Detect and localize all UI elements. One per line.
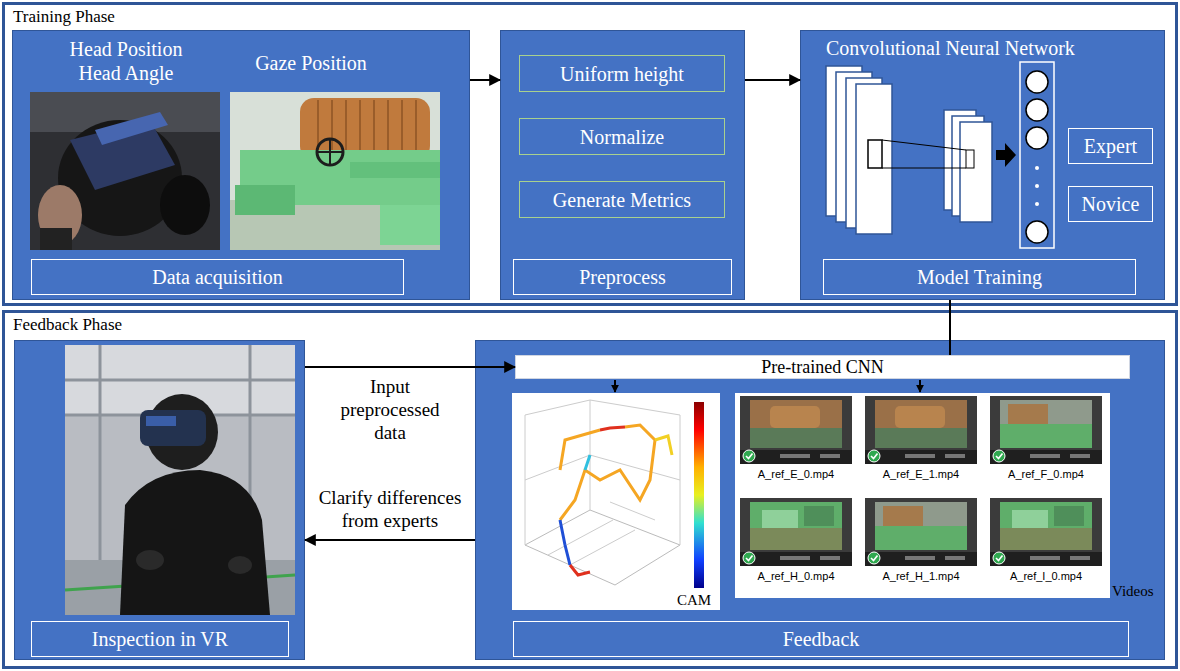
cam-plot [560, 425, 655, 520]
edge-label: Clarify differences from experts [315, 486, 465, 532]
file-name: A_ref_H_1.mp4 [865, 569, 977, 583]
process-box: Preprocess Uniform heightNormalizeGenerat… [500, 30, 745, 300]
file-name: A_ref_E_1.mp4 [865, 467, 977, 481]
gaze-scene [380, 205, 440, 245]
stage-label: Feedback [513, 621, 1129, 657]
gaze-scene [318, 100, 416, 158]
video-gallery [740, 498, 852, 566]
cam-plot [560, 520, 570, 565]
file-name: A_ref_H_0.mp4 [740, 569, 852, 583]
vr-user-photo [120, 470, 270, 615]
cam-plot [570, 565, 590, 575]
step-label: Uniform height [560, 62, 684, 86]
vr-head-photo [40, 228, 72, 250]
cnn-illustration [996, 143, 1016, 167]
input-label: Gaze Position [211, 51, 411, 75]
connector [305, 366, 515, 368]
cnn-illustration [1026, 221, 1048, 243]
video-gallery [990, 396, 1102, 464]
vr-head-photo [160, 175, 210, 235]
phase-title: Feedback Phase [13, 314, 233, 336]
vr-user-photo [65, 345, 295, 615]
phase-title: Training Phase [13, 6, 233, 28]
connector [470, 79, 500, 81]
video-gallery [740, 396, 852, 464]
file-name: A_ref_E_0.mp4 [740, 467, 852, 481]
step-box: Generate Metrics [519, 181, 725, 218]
cam-plot [600, 427, 625, 430]
stage-label: Inspection in VR [31, 621, 289, 657]
network-title: Convolutional Neural Network [826, 36, 1146, 60]
vr-user-photo [65, 345, 295, 615]
file-name: A_ref_I_0.mp4 [990, 569, 1102, 583]
connector [305, 539, 475, 541]
connector [949, 300, 951, 355]
cam-plot [694, 402, 704, 588]
cnn-illustration [1035, 184, 1039, 188]
vr-head-photo [30, 92, 220, 250]
plot-label: CAM [672, 591, 716, 609]
cnn-illustration [826, 62, 1054, 248]
video-gallery [865, 396, 977, 464]
step-label: Normalize [580, 125, 664, 149]
cnn-illustration [1035, 166, 1039, 170]
cnn-illustration [1035, 202, 1039, 206]
vr-user-photo [140, 410, 206, 446]
cnn-illustration [1026, 71, 1048, 93]
vr-head-photo [30, 92, 220, 250]
output-arrows [919, 380, 921, 392]
vr-user-photo [136, 550, 164, 570]
cam-plot [512, 393, 720, 610]
cnn-illustration [856, 84, 892, 234]
cam-plot [655, 436, 672, 455]
step-label: Generate Metrics [553, 188, 691, 212]
gaze-scene [230, 92, 440, 250]
output-arrows [614, 380, 616, 392]
gaze-scene [317, 139, 343, 165]
video-gallery [735, 393, 1110, 598]
stage-label: Data acquisition [31, 259, 404, 295]
stage-label: Model Training [823, 259, 1136, 295]
file-name: A_ref_F_0.mp4 [990, 467, 1102, 481]
cnn-illustration [966, 150, 974, 168]
video-gallery [990, 498, 1102, 566]
edge-label: Input preprocessed data [330, 375, 450, 444]
cam-plot [585, 455, 590, 470]
vr-user-photo [228, 556, 252, 574]
model-bar: Pre-trained CNN [515, 355, 1130, 379]
step-box: Normalize [519, 118, 725, 155]
class-box: Novice [1068, 186, 1153, 222]
gaze-scene [235, 185, 295, 215]
gallery-label: Videos [1112, 582, 1164, 600]
gaze-scene [317, 139, 343, 165]
model-label: Pre-trained CNN [761, 356, 883, 378]
vr-head-photo [95, 112, 168, 145]
cam-plot [512, 393, 720, 610]
connector [745, 79, 800, 81]
stage-label: Preprocess [513, 259, 732, 295]
cnn-illustration [1026, 127, 1048, 149]
gaze-scene [350, 162, 440, 178]
class-label: Novice [1082, 192, 1140, 216]
step-box: Uniform height [519, 55, 725, 92]
cnn-illustration [960, 122, 992, 222]
class-label: Expert [1084, 134, 1137, 158]
video-gallery [735, 393, 1110, 598]
gaze-scene [230, 92, 440, 250]
input-label: Head Position Head Angle [56, 37, 196, 85]
vr-user-photo [146, 416, 176, 426]
class-box: Expert [1068, 128, 1153, 164]
video-gallery [865, 498, 977, 566]
cnn-illustration [882, 140, 966, 168]
output-arrows [615, 380, 920, 392]
cnn-illustration [1026, 99, 1048, 121]
cnn-illustration [868, 140, 882, 168]
cnn-illustration [1020, 62, 1054, 248]
cam-plot [525, 400, 680, 565]
